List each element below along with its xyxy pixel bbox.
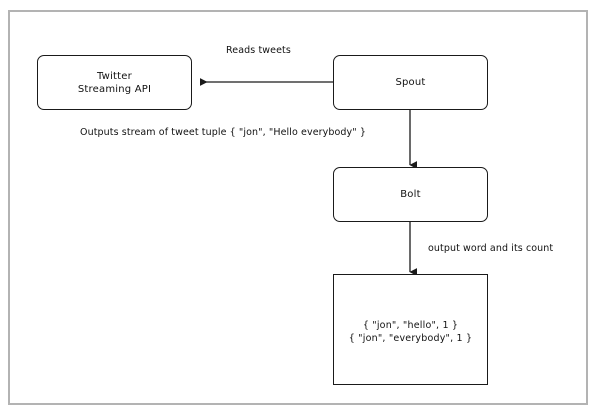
node-twitter-streaming-api-label: Twitter Streaming API	[77, 70, 152, 95]
node-twitter-streaming-api[interactable]: Twitter Streaming API	[37, 55, 192, 110]
node-output-tuples-label: { "jon", "hello", 1 } { "jon", "everybod…	[348, 320, 473, 344]
node-output-tuples[interactable]: { "jon", "hello", 1 } { "jon", "everybod…	[333, 274, 488, 385]
node-bolt[interactable]: Bolt	[333, 167, 488, 222]
edge-label-output-word-and-count: output word and its count	[428, 243, 554, 254]
edge-label-reads-tweets: Reads tweets	[226, 45, 291, 56]
node-bolt-label: Bolt	[400, 189, 421, 200]
node-spout[interactable]: Spout	[333, 55, 488, 110]
node-spout-label: Spout	[395, 77, 426, 88]
edge-label-outputs-stream: Outputs stream of tweet tuple { "jon", "…	[80, 127, 367, 138]
